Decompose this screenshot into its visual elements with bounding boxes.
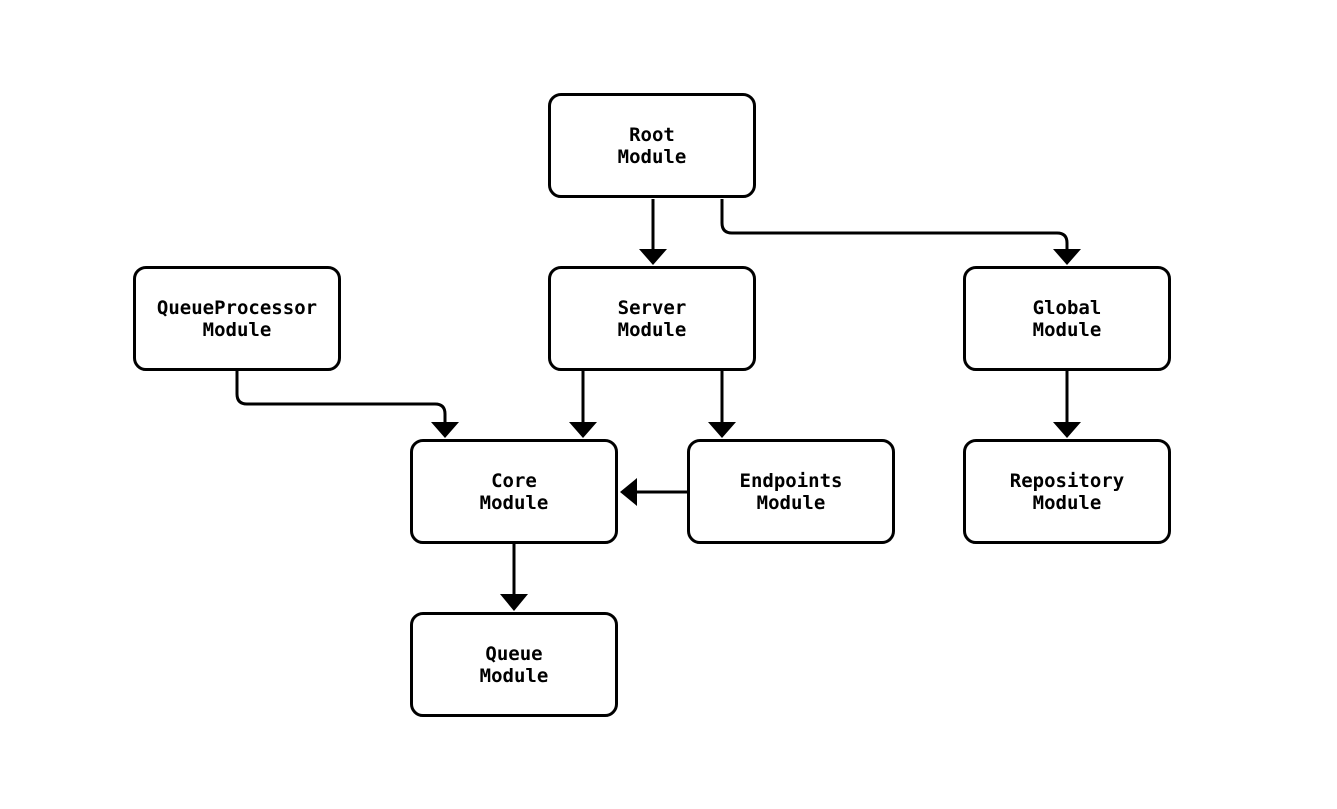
edge-global-to-repository <box>1053 371 1081 438</box>
node-global-module: Global Module <box>963 266 1171 371</box>
node-label: Repository Module <box>1009 469 1125 514</box>
node-core-module: Core Module <box>410 439 618 544</box>
node-endpoints-module: Endpoints Module <box>687 439 895 544</box>
node-server-module: Server Module <box>548 266 756 371</box>
edge-queueprocessor-to-core <box>235 371 459 438</box>
edge-root-to-global <box>720 199 1081 265</box>
edge-server-to-endpoints <box>708 371 736 438</box>
node-label: QueueProcessor Module <box>156 296 318 341</box>
node-label: Root Module <box>617 123 687 168</box>
node-label: Server Module <box>617 296 687 341</box>
node-label: Global Module <box>1032 296 1102 341</box>
edge-endpoints-to-core <box>620 478 687 506</box>
node-queueprocessor-module: QueueProcessor Module <box>133 266 341 371</box>
node-repository-module: Repository Module <box>963 439 1171 544</box>
edge-root-to-server <box>639 199 667 265</box>
node-label: Queue Module <box>479 642 549 687</box>
edge-server-to-core <box>569 371 597 438</box>
edge-core-to-queue <box>500 544 528 611</box>
node-root-module: Root Module <box>548 93 756 198</box>
node-label: Endpoints Module <box>739 469 843 514</box>
node-queue-module: Queue Module <box>410 612 618 717</box>
node-label: Core Module <box>479 469 549 514</box>
